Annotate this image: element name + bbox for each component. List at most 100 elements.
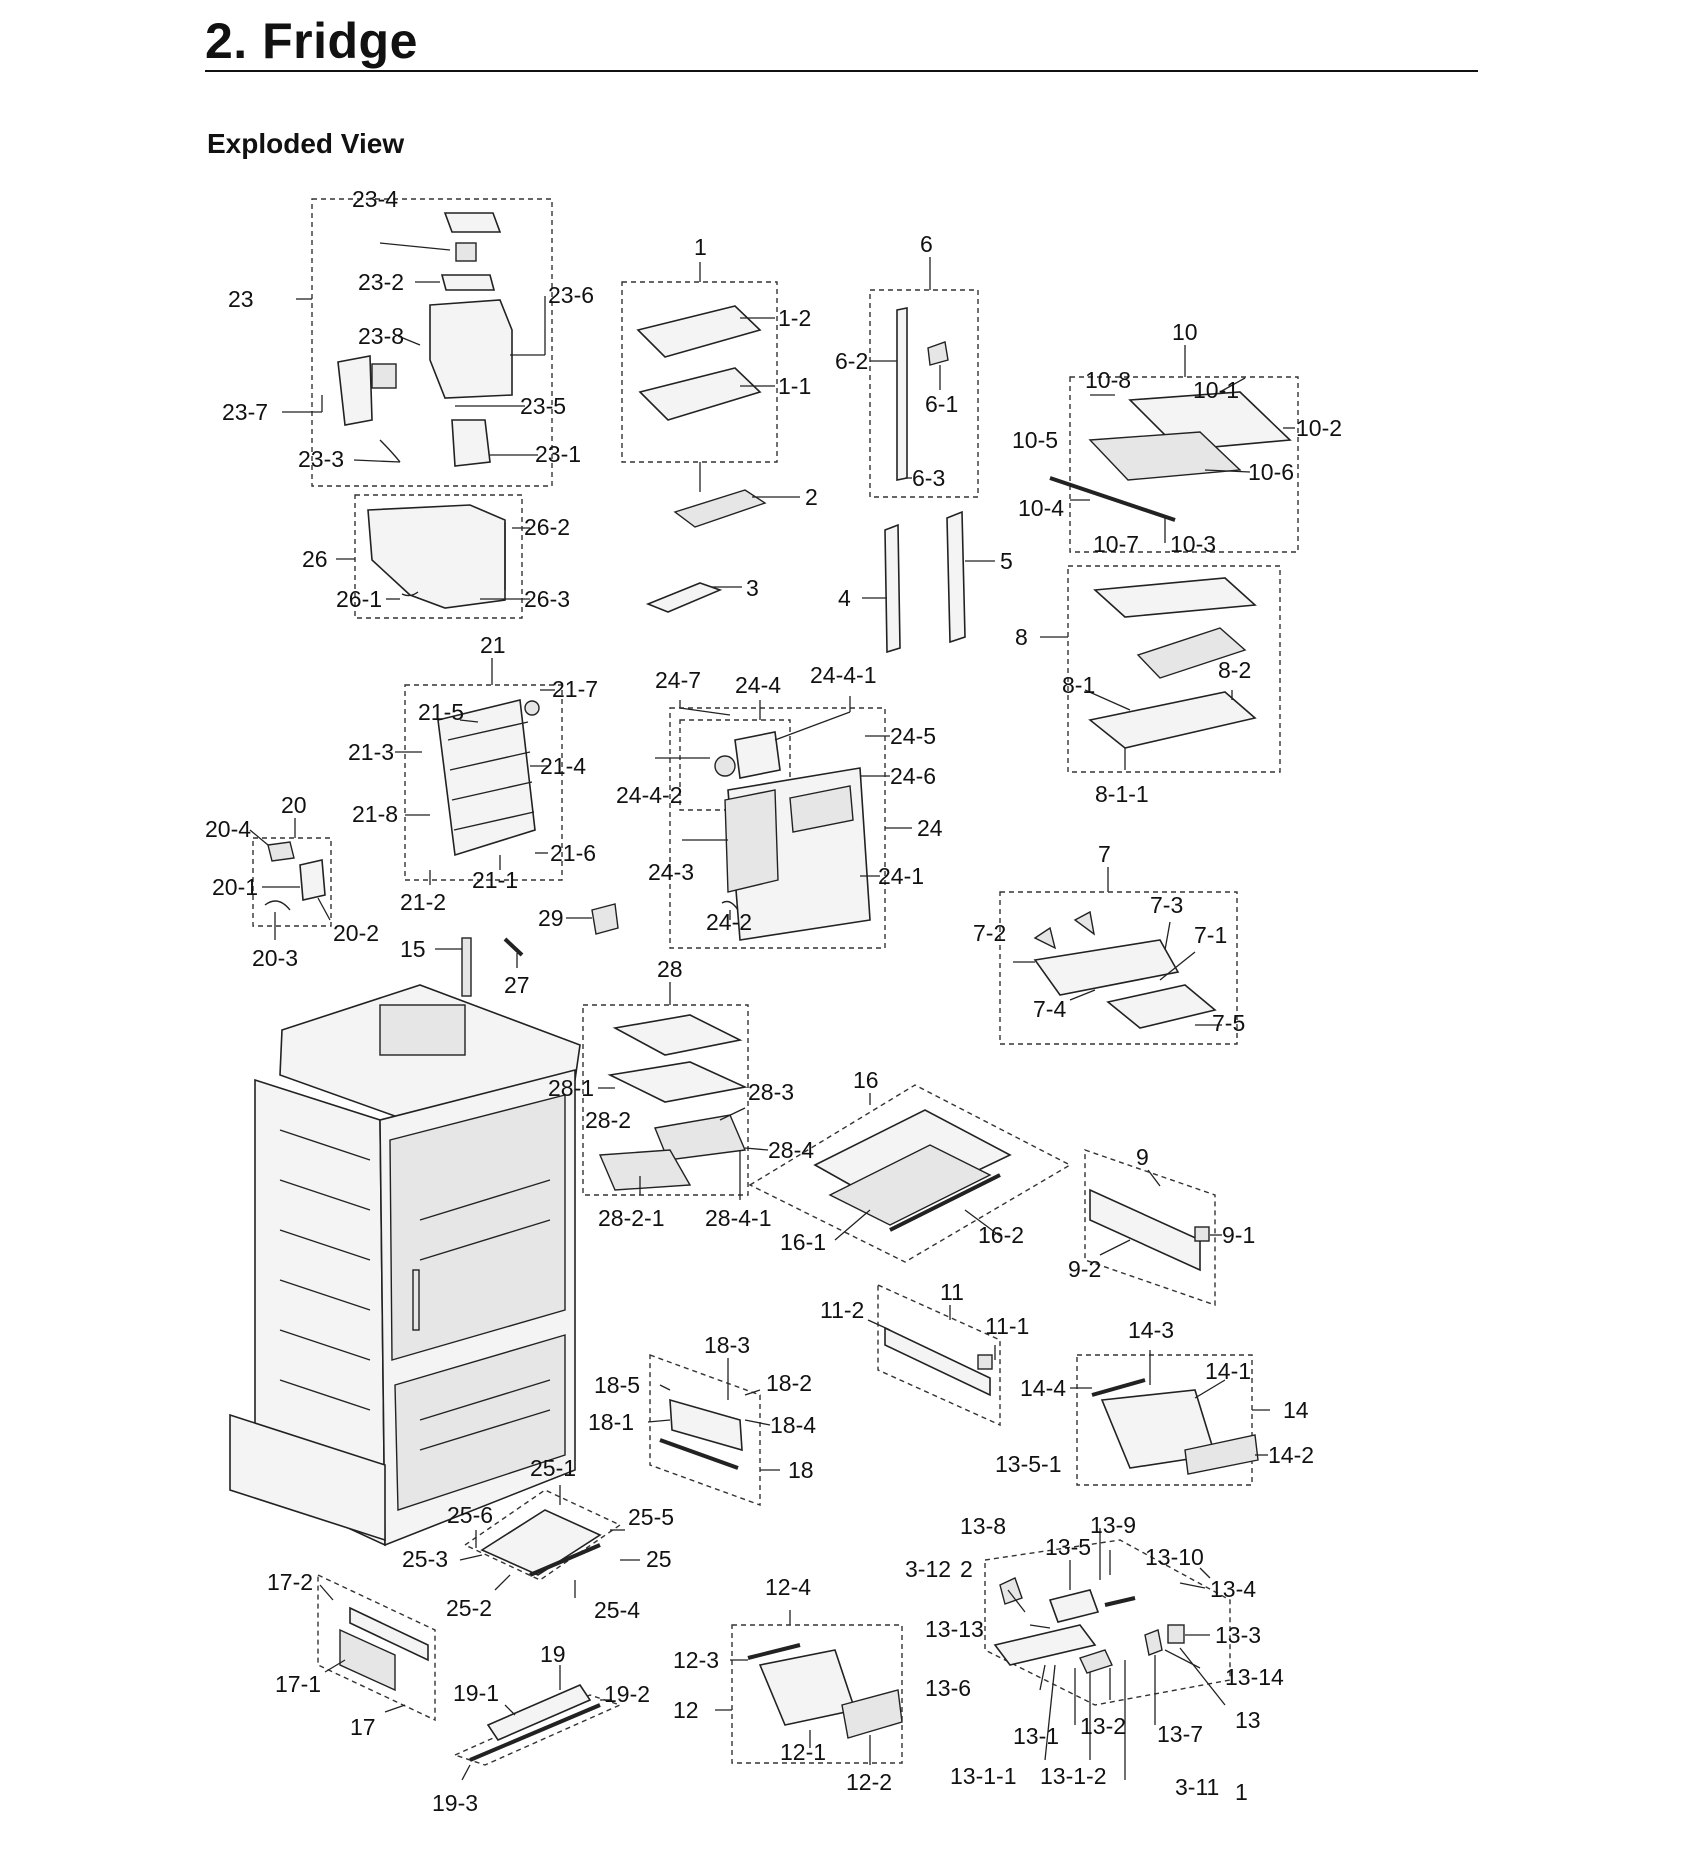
label-16-2: 16-2 bbox=[978, 1222, 1024, 1248]
label-3-11: 3-11 bbox=[1175, 1774, 1219, 1800]
label-24-1: 24-1 bbox=[878, 863, 924, 889]
label-24-4-2: 24-4-2 bbox=[616, 782, 682, 808]
label-23-3: 23-3 bbox=[298, 446, 344, 472]
label-1: 1 bbox=[694, 234, 707, 260]
label-20-4: 20-4 bbox=[205, 816, 251, 842]
label-23-1: 23-1 bbox=[535, 441, 581, 467]
group-26-ice-bucket: 26-2 26 26-3 26-1 bbox=[302, 494, 570, 619]
group-18: 18-3 18-5 18-2 18-1 18-4 18 bbox=[588, 1332, 816, 1506]
label-3: 3 bbox=[746, 575, 759, 601]
label-stray-1: 1 bbox=[1235, 1779, 1248, 1805]
label-20-2: 20-2 bbox=[333, 920, 379, 946]
label-26-1: 26-1 bbox=[336, 586, 382, 612]
label-8-1-1: 8-1-1 bbox=[1095, 781, 1149, 807]
label-18-4: 18-4 bbox=[770, 1412, 816, 1438]
label-7: 7 bbox=[1098, 841, 1111, 867]
label-13-1-1: 13-1-1 bbox=[950, 1763, 1016, 1789]
label-7-2: 7-2 bbox=[973, 920, 1006, 946]
label-18-2: 18-2 bbox=[766, 1370, 812, 1396]
label-28-3: 28-3 bbox=[748, 1079, 794, 1105]
label-13-1-2: 13-1-2 bbox=[1040, 1763, 1106, 1789]
label-23-5: 23-5 bbox=[520, 393, 566, 419]
label-21-4: 21-4 bbox=[540, 753, 586, 779]
title-underline bbox=[205, 70, 1478, 72]
label-21-1: 21-1 bbox=[472, 867, 518, 893]
label-25-6: 25-6 bbox=[447, 1502, 493, 1528]
group-1-shelf: 1 1-2 1-1 2 3 bbox=[621, 234, 818, 613]
label-26: 26 bbox=[302, 546, 328, 572]
label-18-3: 18-3 bbox=[704, 1332, 750, 1358]
label-13-10: 13-10 bbox=[1145, 1544, 1204, 1570]
label-23-7: 23-7 bbox=[222, 399, 268, 425]
label-8-1: 8-1 bbox=[1062, 672, 1095, 698]
group-7-shelf: 7 7-3 7-2 7-1 7-4 7-5 bbox=[973, 841, 1245, 1045]
label-28-1: 28-1 bbox=[548, 1075, 594, 1101]
group-20: 20 20-4 20-1 20-2 20-3 bbox=[205, 792, 379, 971]
label-14-1: 14-1 bbox=[1205, 1358, 1251, 1384]
group-23-ice-maker: 23-4 23 23-2 23-6 23-8 23-7 23-5 23-1 23… bbox=[222, 186, 594, 487]
label-7-4: 7-4 bbox=[1033, 996, 1066, 1022]
label-8: 8 bbox=[1015, 624, 1028, 650]
group-10-shelf: 10 10-8 10-1 10-2 10-5 10-6 10-4 10-7 10… bbox=[1012, 319, 1342, 557]
label-11: 11 bbox=[940, 1279, 964, 1305]
label-10-4: 10-4 bbox=[1018, 495, 1064, 521]
group-24-fan-assembly: 24-7 24-4 24-4-1 24-5 24-6 24-4-2 24 24-… bbox=[616, 662, 943, 949]
label-1-1: 1-1 bbox=[778, 373, 811, 399]
label-20: 20 bbox=[281, 792, 307, 818]
label-14: 14 bbox=[1283, 1397, 1309, 1423]
label-12-1: 12-1 bbox=[780, 1739, 826, 1765]
label-21-2: 21-2 bbox=[400, 889, 446, 915]
label-13-6: 13-6 bbox=[925, 1675, 971, 1701]
label-10-6: 10-6 bbox=[1248, 459, 1294, 485]
label-9-2: 9-2 bbox=[1068, 1256, 1101, 1282]
label-15: 15 bbox=[400, 936, 426, 962]
label-18: 18 bbox=[788, 1457, 814, 1483]
label-19-1: 19-1 bbox=[453, 1680, 499, 1706]
group-25: 25-1 25-6 25-5 25-3 25 25-2 25-4 bbox=[402, 1455, 674, 1623]
label-7-5: 7-5 bbox=[1212, 1010, 1245, 1036]
label-21-8: 21-8 bbox=[352, 801, 398, 827]
label-3-12: 3-12 bbox=[905, 1556, 951, 1582]
group-12: 12-4 12-3 12 12-1 12-2 bbox=[673, 1574, 903, 1795]
label-14-3: 14-3 bbox=[1128, 1317, 1174, 1343]
label-24-2: 24-2 bbox=[706, 909, 752, 935]
label-23-2: 23-2 bbox=[358, 269, 404, 295]
label-13-2: 13-2 bbox=[1080, 1713, 1126, 1739]
group-17: 17-2 17-1 17 bbox=[267, 1569, 436, 1740]
label-28: 28 bbox=[657, 956, 683, 982]
label-5: 5 bbox=[1000, 548, 1013, 574]
label-18-1: 18-1 bbox=[588, 1409, 634, 1435]
label-7-1: 7-1 bbox=[1194, 922, 1227, 948]
label-13: 13 bbox=[1235, 1707, 1261, 1733]
label-24-7: 24-7 bbox=[655, 667, 701, 693]
parts-29-15-27: 29 15 27 bbox=[400, 903, 619, 998]
label-24-3: 24-3 bbox=[648, 859, 694, 885]
label-25-5: 25-5 bbox=[628, 1504, 674, 1530]
label-1-2: 1-2 bbox=[778, 305, 811, 331]
label-23-4: 23-4 bbox=[352, 186, 398, 212]
label-10-5: 10-5 bbox=[1012, 427, 1058, 453]
group-13-dispenser: 13-5-1 13-8 13-9 13-5 13-10 3-12 2 13-4 … bbox=[905, 1451, 1284, 1805]
label-17: 17 bbox=[350, 1714, 376, 1740]
label-13-13: 13-13 bbox=[925, 1616, 984, 1642]
group-6-rails: 6 6-2 6-1 6-3 4 5 bbox=[835, 231, 1013, 654]
label-13-5-1: 13-5-1 bbox=[995, 1451, 1061, 1477]
label-19-2: 19-2 bbox=[604, 1681, 650, 1707]
label-6: 6 bbox=[920, 231, 933, 257]
label-24-4: 24-4 bbox=[735, 672, 781, 698]
label-24-4-1: 24-4-1 bbox=[810, 662, 876, 688]
group-28: 28 28-1 28-3 28-2 28-4 28-2-1 28-4-1 bbox=[548, 956, 814, 1231]
label-13-14: 13-14 bbox=[1225, 1664, 1284, 1690]
label-25: 25 bbox=[646, 1546, 672, 1572]
label-stray-2: 2 bbox=[960, 1556, 973, 1582]
label-10-2: 10-2 bbox=[1296, 415, 1342, 441]
label-11-2: 11-2 bbox=[820, 1297, 864, 1323]
label-14-4: 14-4 bbox=[1020, 1375, 1066, 1401]
label-25-1: 25-1 bbox=[530, 1455, 576, 1481]
label-10-3: 10-3 bbox=[1170, 531, 1216, 557]
label-21-6: 21-6 bbox=[550, 840, 596, 866]
label-28-2-1: 28-2-1 bbox=[598, 1205, 664, 1231]
section-subtitle: Exploded View bbox=[207, 128, 405, 159]
label-13-5: 13-5 bbox=[1045, 1534, 1091, 1560]
